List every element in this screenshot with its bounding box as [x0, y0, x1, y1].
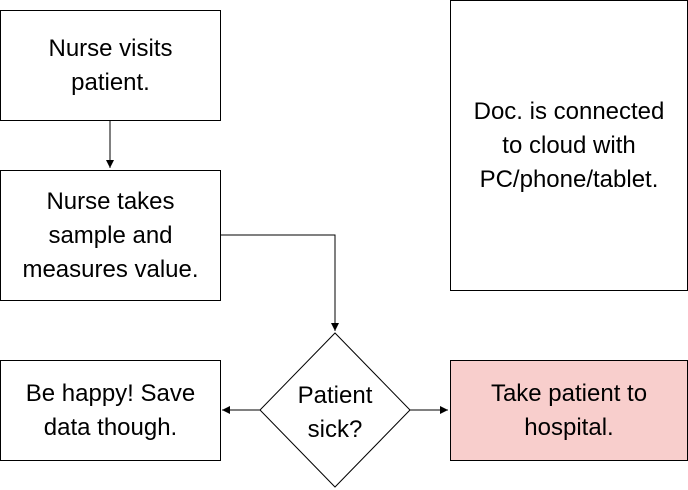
- node-nurse-visits-label: Nurse visits patient.: [48, 34, 173, 96]
- decision-diamond: [259, 332, 411, 488]
- node-doc-connected: Doc. is connected to cloud with PC/phone…: [450, 0, 688, 291]
- node-be-happy-label: Be happy! Save data though.: [25, 379, 196, 441]
- node-take-to-hospital: Take patient to hospital.: [450, 360, 688, 461]
- node-take-to-hospital-label: Take patient to hospital.: [490, 379, 648, 441]
- arrow-sample-to-decision: [220, 234, 339, 331]
- node-nurse-visits: Nurse visits patient.: [0, 10, 221, 121]
- decision-label: Patient sick?: [297, 382, 373, 443]
- node-nurse-takes-sample-label: Nurse takes sample and measures value.: [22, 187, 199, 283]
- node-doc-connected-label: Doc. is connected to cloud with PC/phone…: [473, 97, 665, 193]
- node-be-happy: Be happy! Save data though.: [0, 360, 221, 461]
- node-nurse-takes-sample: Nurse takes sample and measures value.: [0, 170, 221, 301]
